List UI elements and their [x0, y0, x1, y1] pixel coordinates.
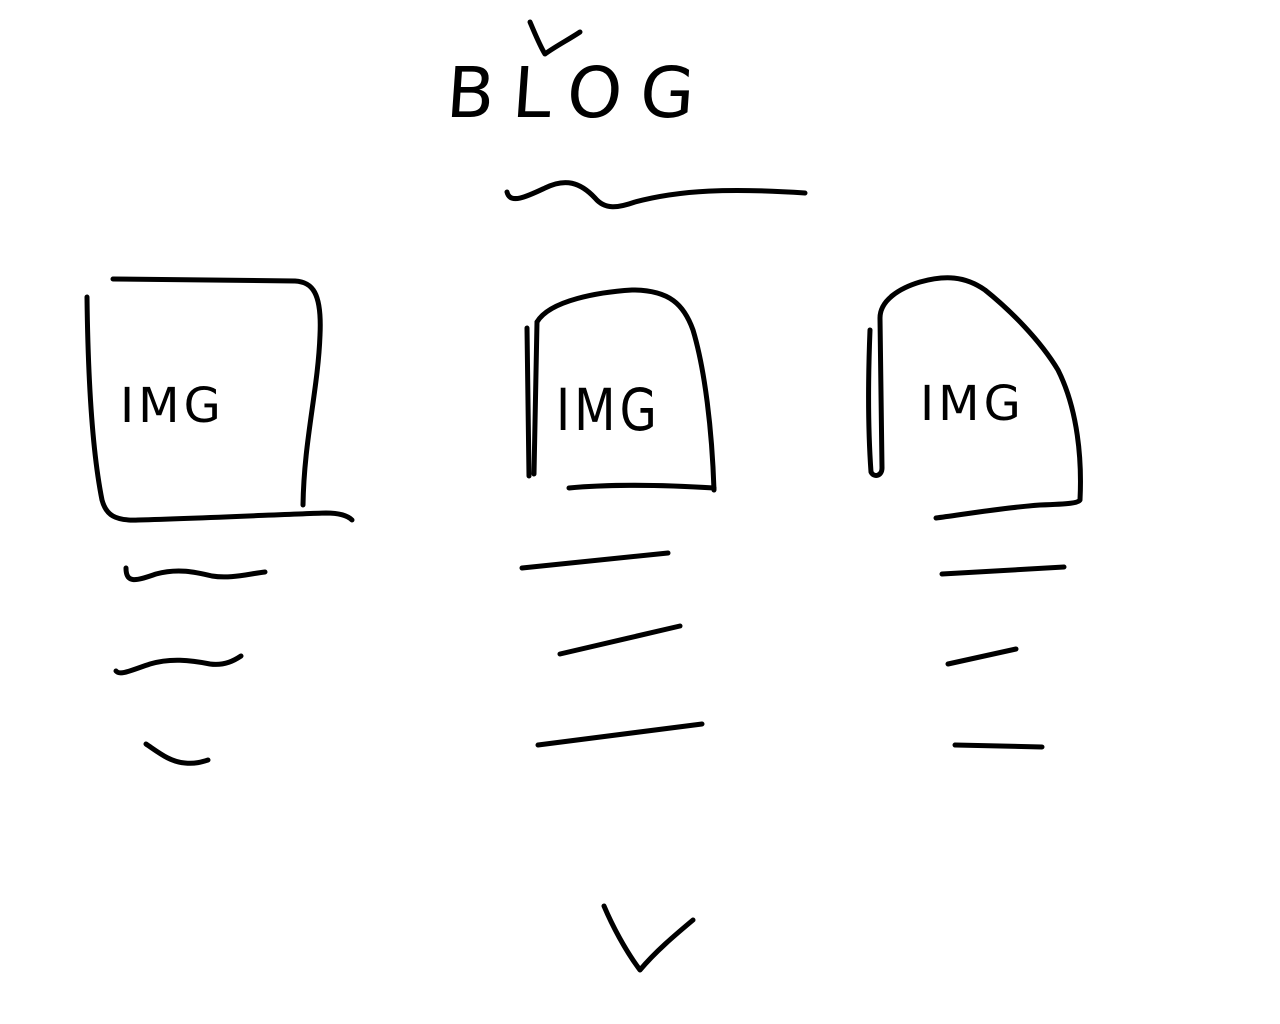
post-image-label-1: IMG [120, 378, 225, 434]
post-image-placeholder-1-left [84, 294, 355, 523]
title-underline [504, 180, 808, 210]
post-text-line-3-2 [945, 646, 1019, 667]
post-text-line-1-3 [143, 741, 211, 766]
post-image-placeholder-3[interactable] [866, 275, 1083, 521]
title-check-mark-icon [527, 19, 583, 57]
post-card-2[interactable] [519, 287, 717, 748]
post-card-1[interactable] [84, 276, 355, 766]
post-text-line-3-3 [952, 742, 1045, 750]
chevron-down-icon[interactable] [601, 903, 696, 973]
post-text-line-2-1 [519, 550, 671, 571]
post-image-label-3: IMG [920, 376, 1025, 432]
post-image-placeholder-2[interactable] [524, 287, 717, 493]
post-text-line-1-2 [113, 653, 244, 676]
post-card-3[interactable] [866, 275, 1083, 750]
post-text-line-3-1 [939, 564, 1067, 577]
post-text-line-2-3 [535, 721, 705, 748]
post-image-label-2: IMG [556, 377, 661, 445]
post-image-placeholder-2-left [531, 319, 540, 477]
post-text-line-2-2 [557, 623, 683, 657]
page-title: BLOG [443, 52, 716, 134]
post-text-line-1-1 [123, 565, 268, 583]
post-image-placeholder-2-bottom [566, 482, 717, 491]
post-image-placeholder-1[interactable] [110, 276, 323, 508]
